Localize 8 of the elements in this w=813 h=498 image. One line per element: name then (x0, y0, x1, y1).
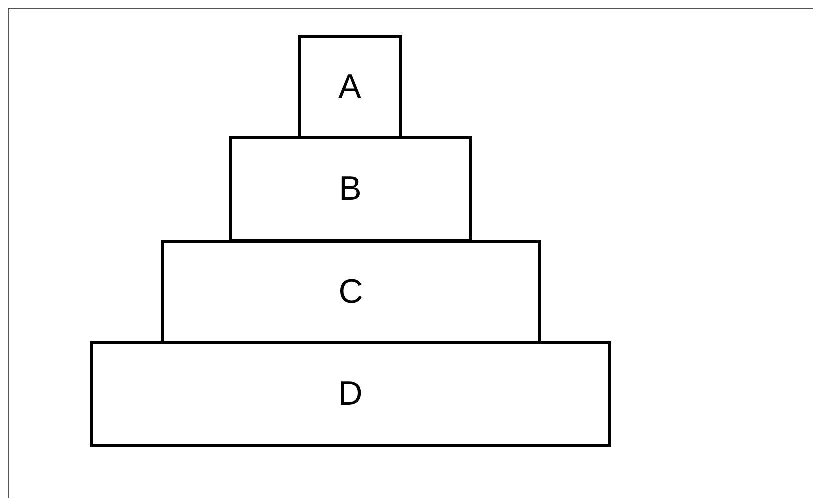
pyramid-tier (229, 136, 472, 242)
tier-label: B (339, 170, 362, 208)
tier-label: C (338, 272, 364, 312)
pyramid-tier (90, 341, 611, 447)
tier-label: D (338, 374, 363, 414)
pyramid-tier (161, 240, 541, 344)
tier-label: A (338, 68, 362, 106)
pyramid-tier (298, 35, 402, 139)
